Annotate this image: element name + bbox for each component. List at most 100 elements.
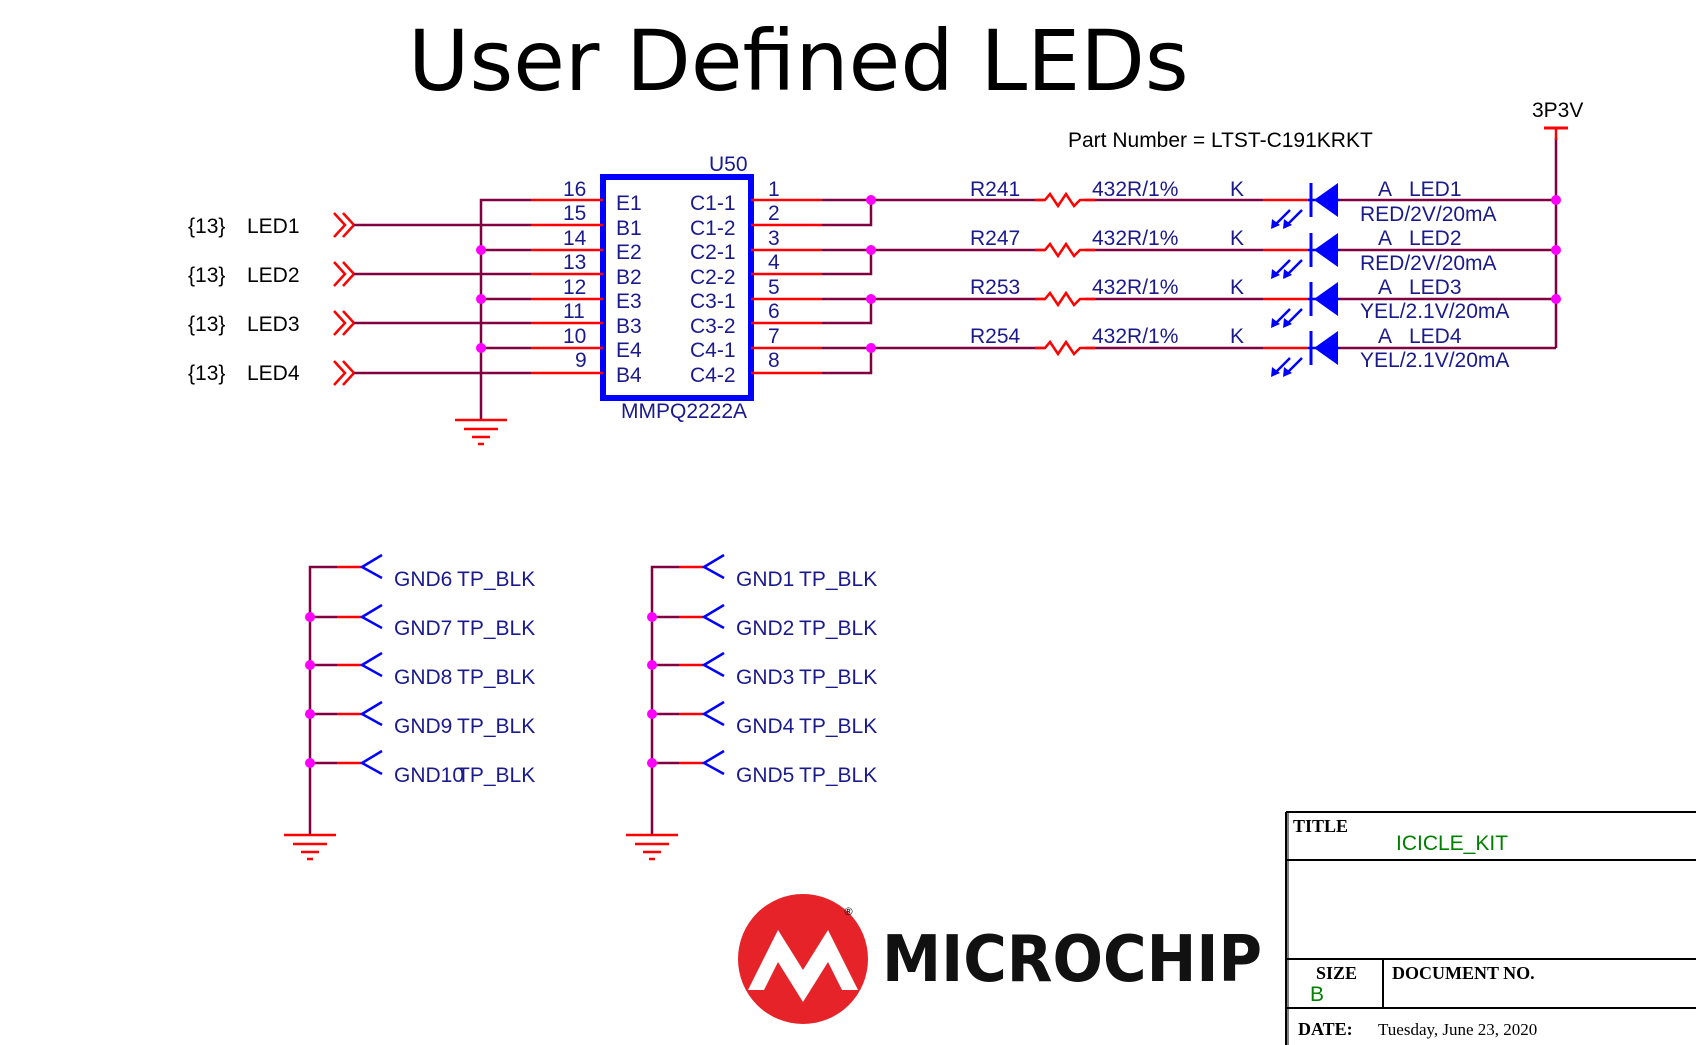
pin-name: C1-2: [690, 217, 736, 240]
power-rail-3p3v: 3P3V: [1532, 99, 1583, 140]
junction-dot: [476, 343, 486, 353]
test-point-net: GND9: [394, 715, 452, 738]
pin-name: C1-1: [690, 192, 736, 215]
junction-dot: [647, 709, 657, 719]
pin-number: 11: [563, 300, 585, 323]
test-point-net: GND6: [394, 568, 452, 591]
pin-name: E1: [616, 192, 642, 215]
test-point-part: TP_BLK: [457, 715, 535, 738]
logo-wordmark: MICROCHIP: [882, 923, 1262, 997]
document-number-label: DOCUMENT NO.: [1392, 963, 1535, 983]
port-arrows: [333, 212, 356, 386]
test-point-net: GND10: [394, 764, 464, 787]
pin-number: 3: [768, 227, 780, 250]
test-point-net: GND7: [394, 617, 452, 640]
led-ref: LED4: [1409, 325, 1462, 348]
junction-dot: [647, 758, 657, 768]
collector-bridges: [822, 138, 1558, 375]
pin-number: 4: [768, 251, 780, 274]
size-label: SIZE: [1316, 963, 1357, 983]
junction-dot: [305, 660, 315, 670]
pin-number: 12: [563, 276, 586, 299]
title-label: TITLE: [1293, 816, 1348, 836]
led-cathode-label: K: [1230, 276, 1244, 299]
pin-number: 1: [768, 178, 780, 201]
pin-name: C3-2: [690, 315, 736, 338]
pin-name: C2-2: [690, 266, 736, 289]
resistor-labels: R241 432R/1% R247 432R/1% R253 432R/1% R…: [970, 178, 1178, 348]
test-point-part: TP_BLK: [799, 764, 877, 787]
resistor-value: 432R/1%: [1092, 276, 1178, 299]
test-point-net: GND4: [736, 715, 795, 738]
led-anode-label: A: [1378, 325, 1392, 348]
pin-name: B4: [616, 364, 642, 387]
base-wires: [354, 223, 531, 375]
junction-dot: [305, 758, 315, 768]
pin-name: E3: [616, 290, 642, 313]
test-point-icon: [701, 553, 725, 776]
test-point-part: TP_BLK: [799, 666, 877, 689]
sheet-ref: {13}: [188, 264, 225, 287]
led-ref: LED1: [1409, 178, 1462, 201]
pin-number: 6: [768, 300, 780, 323]
sheet-ref: {13}: [188, 362, 225, 385]
pin-name: B1: [616, 217, 642, 240]
led-cathode-label: K: [1230, 178, 1244, 201]
pin-name: E4: [616, 339, 642, 362]
net-label-led2: LED2: [247, 264, 300, 287]
pin-number: 14: [563, 227, 587, 250]
junction-dot: [476, 294, 486, 304]
test-point-part: TP_BLK: [457, 764, 535, 787]
test-points-left: GND6 TP_BLK GND7 TP_BLK GND8 TP_BLK GND9…: [284, 553, 535, 861]
test-point-icon: [359, 553, 383, 776]
junction-dot: [866, 294, 876, 304]
net-label-led3: LED3: [247, 313, 300, 336]
net-label-led1: LED1: [247, 215, 300, 238]
led-labels: K A LED1 RED/2V/20mA K A LED2 RED/2V/20m…: [1230, 178, 1509, 372]
pin-name: C4-1: [690, 339, 736, 362]
ic-u50: U50 MMPQ2222A: [600, 153, 754, 423]
logo-wave-icon: [748, 930, 858, 1002]
pin-number: 7: [768, 325, 780, 348]
led-pin-stubs: [1263, 198, 1308, 350]
pin-name: C4-2: [690, 364, 736, 387]
pin-number: 13: [563, 251, 586, 274]
test-point-net: GND2: [736, 617, 794, 640]
led-diode-icon: [1271, 331, 1338, 377]
pin-name: E2: [616, 241, 642, 264]
junction-dot: [1551, 195, 1561, 205]
part-number-note: Part Number = LTST-C191KRKT: [1068, 129, 1373, 152]
test-point-part: TP_BLK: [457, 617, 535, 640]
ic-ref: U50: [709, 153, 748, 176]
pin-number: 2: [768, 202, 780, 225]
led-diode-icon: [1271, 183, 1338, 229]
led-cathode-label: K: [1230, 325, 1244, 348]
size-value: B: [1310, 983, 1324, 1006]
ic-right-pins: 1 2 3 4 5 6 7 8 C1-1 C1-2 C2-1 C2-2 C3-1…: [690, 178, 780, 387]
junction-dot: [647, 612, 657, 622]
led-anode-label: A: [1378, 276, 1392, 299]
junction-dot: [866, 343, 876, 353]
test-point-part: TP_BLK: [457, 666, 535, 689]
date-label: DATE:: [1298, 1019, 1353, 1039]
junction-dot: [1551, 294, 1561, 304]
test-point-net: GND1: [736, 568, 794, 591]
net-label-led4: LED4: [247, 362, 300, 385]
pin-number: 15: [563, 202, 586, 225]
led-spec: YEL/2.1V/20mA: [1360, 349, 1509, 372]
ground-symbol: [284, 833, 336, 861]
test-point-net: GND5: [736, 764, 794, 787]
microchip-logo: ® MICROCHIP: [738, 894, 1262, 1024]
date-value: Tuesday, June 23, 2020: [1378, 1020, 1537, 1039]
logo-mark-icon: [738, 894, 868, 1024]
led-spec: RED/2V/20mA: [1360, 252, 1497, 275]
sheet-ref: {13}: [188, 215, 225, 238]
emitter-ground-net: [455, 198, 603, 446]
pin-stubs: [531, 198, 603, 375]
led-ref: LED2: [1409, 227, 1462, 250]
collector-network: [751, 138, 1561, 375]
pin-name: B2: [616, 266, 642, 289]
resistor-ref: R247: [970, 227, 1020, 250]
junction-dot: [476, 245, 486, 255]
